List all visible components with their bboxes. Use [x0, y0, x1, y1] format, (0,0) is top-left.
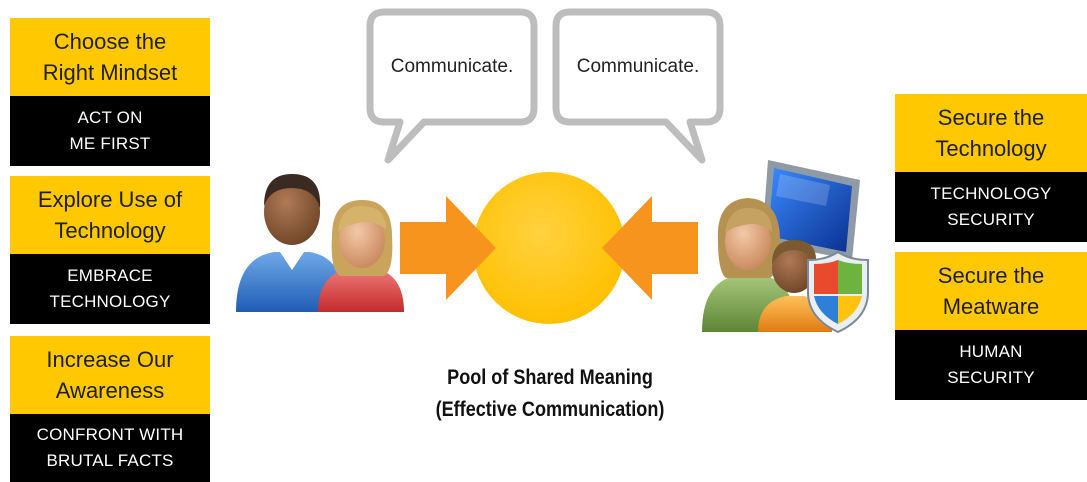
card-heading-line: Awareness: [55, 378, 165, 403]
card-heading-line: Technology: [54, 218, 166, 243]
card-action-line: ACT ON: [77, 108, 143, 127]
card-heading: Choose the Right Mindset: [10, 18, 210, 96]
card-heading-line: Technology: [935, 136, 1047, 161]
card-explore-technology: Explore Use of Technology EMBRACE TECHNO…: [10, 176, 210, 324]
card-action-line: CONFRONT WITH: [36, 425, 184, 444]
card-heading: Increase Our Awareness: [10, 336, 210, 414]
card-heading: Secure the Technology: [895, 94, 1087, 172]
card-action-line: EMBRACE: [67, 266, 153, 285]
card-heading-line: Choose the: [53, 29, 167, 54]
speech-bubble-icon: [552, 8, 724, 164]
pool-caption: Pool of Shared Meaning (Effective Commun…: [361, 362, 739, 426]
arrow-right-icon: [400, 196, 496, 300]
users-with-computer-shield-icon: [702, 160, 869, 334]
card-heading: Explore Use of Technology: [10, 176, 210, 254]
card-action-line: TECHNOLOGY: [49, 292, 171, 311]
arrow-left-icon: [602, 196, 698, 300]
speech-bubble-icon: [366, 8, 538, 164]
card-heading-line: Meatware: [942, 294, 1040, 319]
card-action-line: SECURITY: [947, 210, 1035, 229]
card-heading-line: Secure the: [937, 105, 1045, 130]
card-action: TECHNOLOGY SECURITY: [895, 172, 1087, 242]
card-heading-line: Increase Our: [46, 347, 174, 372]
card-secure-technology: Secure the Technology TECHNOLOGY SECURIT…: [895, 94, 1087, 242]
caption-line-1: Pool of Shared Meaning: [447, 366, 653, 389]
card-action-line: SECURITY: [947, 368, 1035, 387]
speech-bubble-right: Communicate.: [552, 8, 724, 168]
card-action-line: TECHNOLOGY: [930, 184, 1052, 203]
card-action-line: HUMAN: [959, 342, 1023, 361]
card-heading-line: Explore Use of: [37, 187, 183, 212]
pool-circle: [473, 172, 625, 324]
card-choose-mindset: Choose the Right Mindset ACT ON ME FIRST: [10, 18, 210, 166]
card-action: ACT ON ME FIRST: [10, 96, 210, 166]
card-action: HUMAN SECURITY: [895, 330, 1087, 400]
card-action-line: ME FIRST: [69, 134, 151, 153]
caption-line-2: (Effective Communication): [435, 398, 665, 421]
card-heading-line: Secure the: [937, 263, 1045, 288]
speech-bubble-left: Communicate.: [366, 8, 538, 168]
card-action: EMBRACE TECHNOLOGY: [10, 254, 210, 324]
card-secure-meatware: Secure the Meatware HUMAN SECURITY: [895, 252, 1087, 400]
two-users-icon: [236, 174, 404, 312]
pool-diagram: [400, 172, 698, 324]
card-heading: Secure the Meatware: [895, 252, 1087, 330]
bubble-text: Communicate.: [390, 56, 514, 77]
card-action-line: BRUTAL FACTS: [46, 451, 174, 470]
card-increase-awareness: Increase Our Awareness CONFRONT WITH BRU…: [10, 336, 210, 482]
bubble-text: Communicate.: [576, 56, 700, 77]
card-action: CONFRONT WITH BRUTAL FACTS: [10, 414, 210, 482]
card-heading-line: Right Mindset: [42, 60, 178, 85]
